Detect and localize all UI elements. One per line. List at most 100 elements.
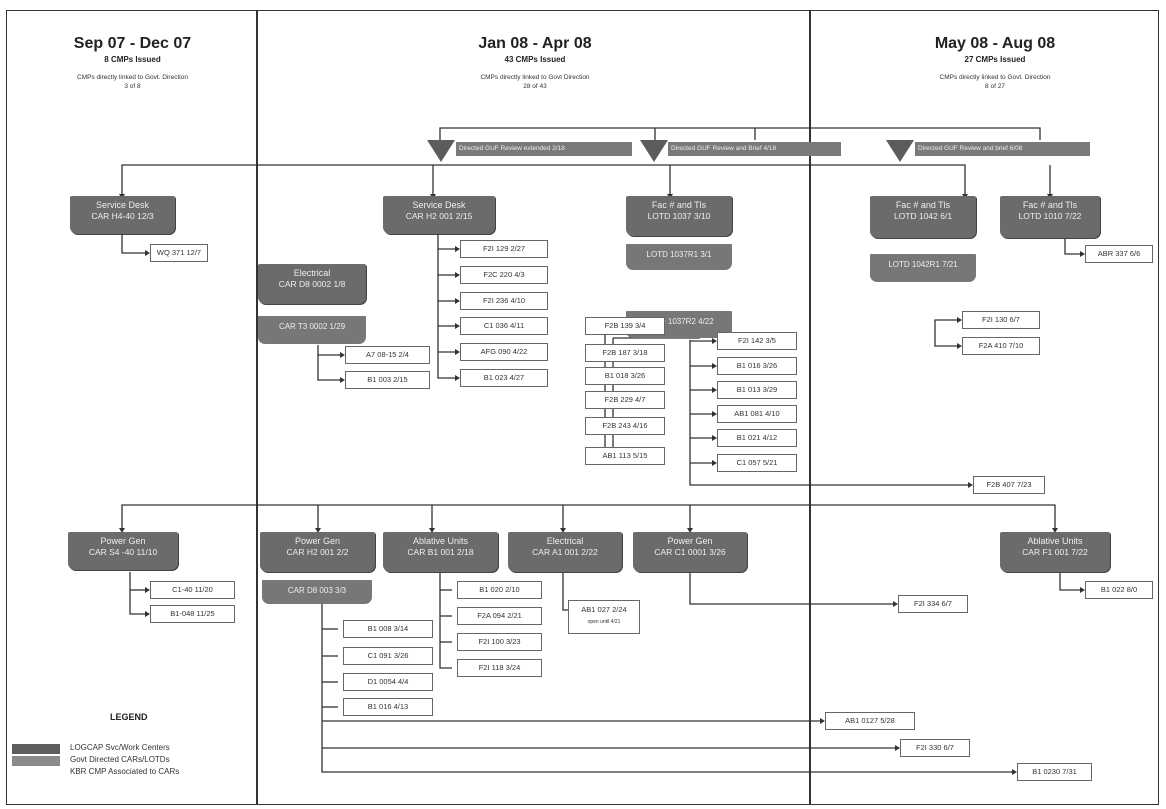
cmp-box: F2I 142 3/5 [717, 332, 797, 350]
cmp-box: F2I 118 3/24 [457, 659, 542, 677]
diagram-frame [6, 10, 1159, 805]
group-car-box: CAR D8 003 3/3 [262, 580, 372, 604]
period-title: May 08 - Aug 08 [934, 35, 1056, 52]
group-car: CAR A1 001 2/22 [532, 547, 598, 558]
cmp-box: ABR 337 6/6 [1085, 245, 1153, 263]
cmp-box: C1 057 5/21 [717, 454, 797, 472]
legend-swatch-mid [12, 756, 60, 766]
cmp-box: C1 036 4/11 [460, 317, 548, 335]
cmp-box: B1 003 2/15 [345, 371, 430, 389]
cmp-box-with-note: AB1 027 2/24 open until 4/21 [568, 600, 640, 634]
cmp-box: B1 018 3/26 [585, 367, 665, 385]
group-name: Fac # and Tls [651, 200, 707, 210]
group-name: Fac # and Tls [1022, 200, 1078, 210]
cmp-box: F2I 236 4/10 [460, 292, 548, 310]
period-divider [809, 10, 811, 805]
legend-title: LEGEND [110, 712, 148, 722]
group-car: LOTD 1010 7/22 [1018, 211, 1082, 222]
group-fac-tls: Fac # and Tls LOTD 1010 7/22 [1000, 196, 1100, 238]
period-divider [256, 10, 258, 805]
cmp-box: F2B 243 4/16 [585, 417, 665, 435]
cmp-label: AB1 027 2/24 [581, 605, 627, 614]
legend-item: LOGCAP Svc/Work Centers [70, 743, 170, 752]
cmp-box: F2A 410 7/10 [962, 337, 1040, 355]
group-car: CAR D8 0002 1/8 [278, 279, 346, 290]
group-name: Ablative Units [1027, 536, 1083, 546]
period-ratio: 3 of 8 [124, 82, 141, 90]
group-fac-tls: Fac # and Tls LOTD 1042 6/1 [870, 196, 976, 238]
group-car: CAR H4-40 12/3 [91, 211, 154, 222]
group-service-desk: Service Desk CAR H2 001 2/15 [383, 196, 495, 234]
period-header-jan-apr: Jan 08 - Apr 08 43 CMPs Issued CMPs dire… [420, 35, 650, 92]
group-power-gen: Power Gen CAR H2 001 2/2 [260, 532, 375, 572]
cmp-box: B1 016 3/26 [717, 357, 797, 375]
group-car-box: LOTD 1037R1 3/1 [626, 244, 732, 270]
cmp-box: F2B 139 3/4 [585, 317, 665, 335]
cmp-box: D1 0054 4/4 [343, 673, 433, 691]
group-electrical: Electrical CAR D8 0002 1/8 [258, 264, 366, 304]
period-ratio: 28 of 43 [523, 82, 547, 90]
group-car: CAR B1 001 2/18 [407, 547, 474, 558]
cmp-box: B1 008 3/14 [343, 620, 433, 638]
legend-swatch-dark [12, 744, 60, 754]
cmp-box: F2I 129 2/27 [460, 240, 548, 258]
legend-item: KBR CMP Associated to CARs [70, 767, 180, 776]
cmp-box: B1 020 2/10 [457, 581, 542, 599]
cmp-box: A7 08-15 2/4 [345, 346, 430, 364]
period-desc: CMPs directly linked to Govt Direction [480, 74, 590, 81]
cmp-box: B1 013 3/29 [717, 381, 797, 399]
cmp-box: C1-40 11/20 [150, 581, 235, 599]
group-name: Service Desk [95, 200, 149, 210]
directive-triangle-icon [886, 140, 914, 162]
period-count: 8 CMPs Issued [104, 55, 161, 64]
group-electrical: Electrical CAR A1 001 2/22 [508, 532, 622, 572]
group-name: Fac # and Tls [895, 200, 951, 210]
cmp-box: F2B 407 7/23 [973, 476, 1045, 494]
cmp-box: F2I 130 6/7 [962, 311, 1040, 329]
group-power-gen: Power Gen CAR S4 -40 11/10 [68, 532, 178, 570]
cmp-box: F2B 187 3/18 [585, 344, 665, 362]
period-count: 27 CMPs Issued [964, 55, 1026, 64]
period-title: Sep 07 - Dec 07 [73, 35, 192, 52]
cmp-box: AB1 081 4/10 [717, 405, 797, 423]
group-fac-tls: Fac # and Tls LOTD 1037 3/10 [626, 196, 732, 236]
directive-triangle-icon [640, 140, 668, 162]
group-car: CAR C1 0001 3/26 [654, 547, 726, 558]
group-ablative-units: Ablative Units CAR F1 001 7/22 [1000, 532, 1110, 572]
period-desc: CMPs directly linked to Govt. Direction [939, 74, 1051, 81]
group-car: CAR F1 001 7/22 [1022, 547, 1088, 558]
cmp-box: B1 022 8/0 [1085, 581, 1153, 599]
group-car: CAR S4 -40 11/10 [88, 547, 158, 558]
group-name: Service Desk [412, 200, 466, 210]
cmp-box: B1 021 4/12 [717, 429, 797, 447]
cmp-box: B1 0230 7/31 [1017, 763, 1092, 781]
period-title: Jan 08 - Apr 08 [478, 35, 592, 52]
group-name: Ablative Units [412, 536, 469, 546]
group-name: Electrical [293, 268, 331, 278]
cmp-box: F2I 330 6/7 [900, 739, 970, 757]
group-car-box: CAR T3 0002 1/29 [258, 316, 366, 344]
cmp-box: B1-048 11/25 [150, 605, 235, 623]
legend-item: Govt Directed CARs/LOTDs [70, 755, 170, 764]
directive-triangle-icon [427, 140, 455, 162]
cmp-box: B1 016 4/13 [343, 698, 433, 716]
group-name: Power Gen [294, 536, 341, 546]
cmp-box: F2I 100 3/23 [457, 633, 542, 651]
cmp-box: F2C 220 4/3 [460, 266, 548, 284]
group-car-box: LOTD 1042R1 7/21 [870, 254, 976, 282]
group-ablative-units: Ablative Units CAR B1 001 2/18 [383, 532, 498, 572]
period-header-sep-dec: Sep 07 - Dec 07 8 CMPs Issued CMPs direc… [20, 35, 245, 92]
cmp-box: F2I 334 6/7 [898, 595, 968, 613]
period-desc: CMPs directly linked to Govt. Direction [77, 74, 188, 81]
group-car: CAR H2 001 2/15 [405, 211, 473, 222]
cmp-box: C1 091 3/26 [343, 647, 433, 665]
group-name: Power Gen [100, 536, 146, 546]
group-power-gen: Power Gen CAR C1 0001 3/26 [633, 532, 747, 572]
cmp-box: AFG 090 4/22 [460, 343, 548, 361]
group-car: LOTD 1042 6/1 [893, 211, 953, 222]
cmp-box: AB1 113 5/15 [585, 447, 665, 465]
period-count: 43 CMPs Issued [504, 55, 566, 64]
cmp-box: F2B 229 4/7 [585, 391, 665, 409]
directive-label: Directed GUF Review and Brief 4/18 [668, 142, 841, 156]
